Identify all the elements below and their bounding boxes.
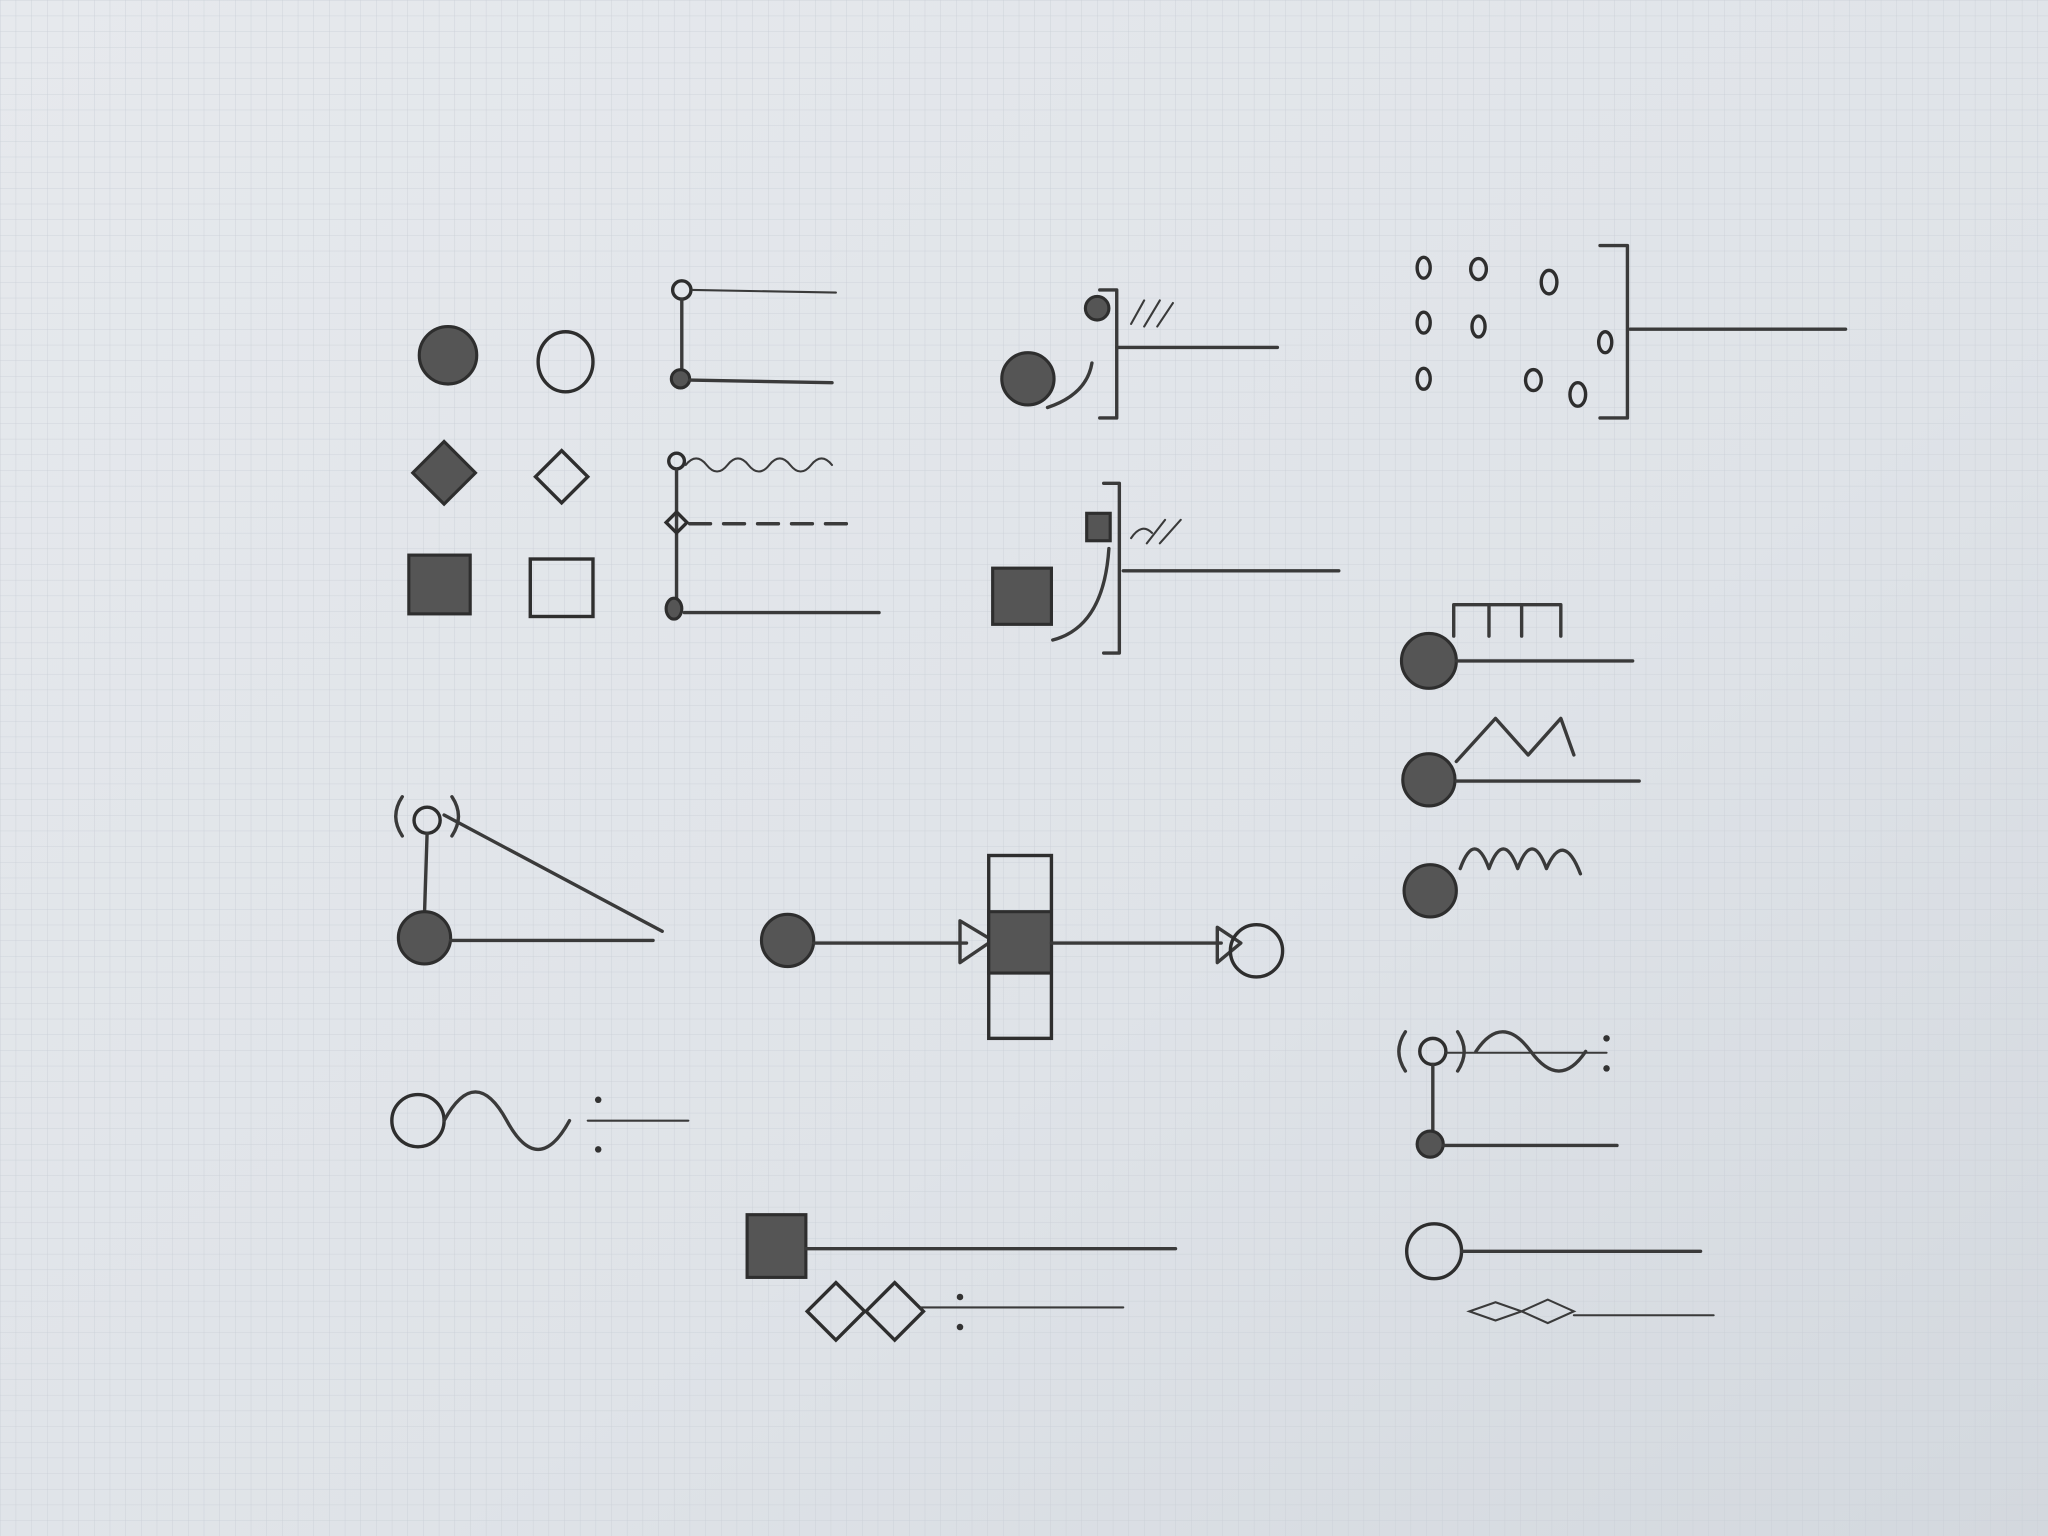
oval-cluster-symbol [1415,243,1848,420]
signal-flow-symbol [759,853,1285,1041]
repeat-sine-symbol [1397,1030,1619,1159]
filled-circle-icon [417,324,479,386]
three-voice-staff [663,451,881,621]
open-circle-icon [536,330,595,394]
arches-symbol [1402,847,1583,919]
sine-wave-symbol [390,1090,690,1153]
open-square-icon [528,557,595,619]
two-voice-staff [669,279,837,390]
zigzag-symbol [1401,716,1641,808]
square-diamond-symbol [745,1213,1178,1343]
bracket-circle-symbol [1000,288,1280,420]
diamond-chain-symbol [1404,1222,1715,1325]
bracket-square-symbol [991,481,1341,655]
open-diamond-icon [533,448,591,506]
filled-square-icon [407,553,472,616]
filled-diamond-icon [410,439,478,507]
decay-triangle-symbol [394,795,664,966]
comb-symbol [1399,603,1635,690]
legend-shapes [407,324,595,619]
